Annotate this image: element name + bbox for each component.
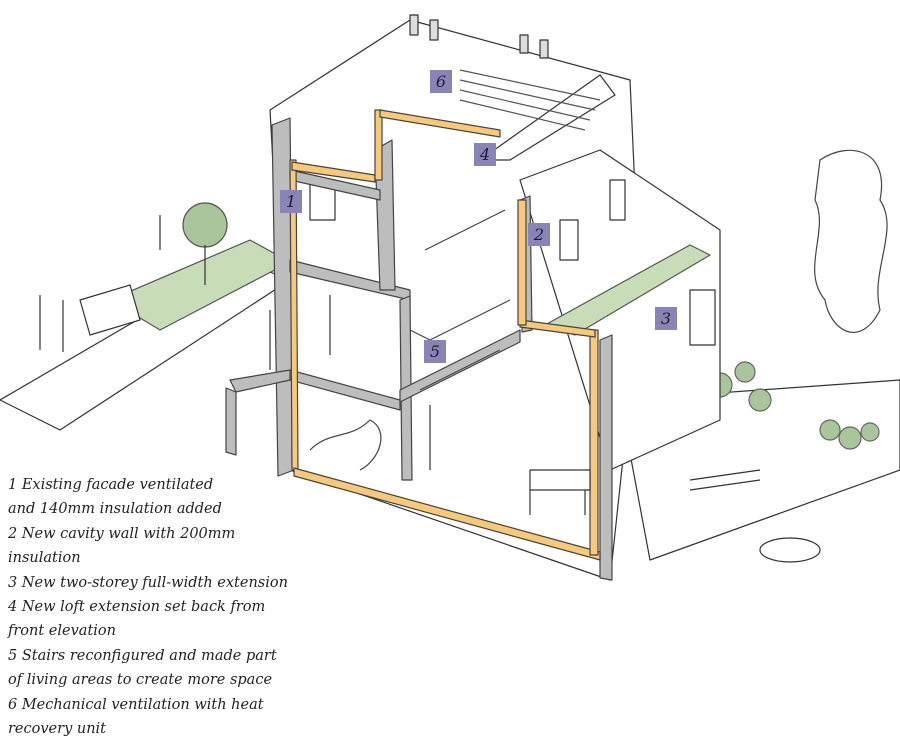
- legend-line: 2 New cavity wall with 200mm: [8, 525, 236, 542]
- tag-5: 5: [424, 340, 446, 363]
- legend-line: 3 New two-storey full-width extension: [8, 574, 288, 591]
- legend: 1 Existing facade ventilated and 140mm i…: [8, 473, 288, 737]
- legend-line: 4 New loft extension set back from: [8, 599, 266, 616]
- tag-3: 3: [655, 307, 677, 330]
- front-garden: [0, 202, 291, 431]
- tag-2: 2: [528, 223, 550, 246]
- legend-line: 5 Stairs reconfigured and made part: [8, 647, 277, 664]
- legend-line: front elevation: [8, 623, 116, 640]
- legend-line: 1 Existing facade ventilated: [8, 477, 214, 493]
- legend-line: recovery unit: [8, 721, 107, 737]
- house-body: [225, 14, 721, 581]
- legend-line: insulation: [8, 550, 81, 567]
- legend-line: and 140mm insulation added: [8, 501, 222, 518]
- tag-1: 1: [280, 190, 302, 213]
- legend-line: of living areas to create more space: [8, 672, 273, 689]
- tag-6: 6: [430, 70, 452, 93]
- legend-line: 6 Mechanical ventilation with heat: [8, 696, 264, 713]
- tag-4: 4: [474, 143, 496, 166]
